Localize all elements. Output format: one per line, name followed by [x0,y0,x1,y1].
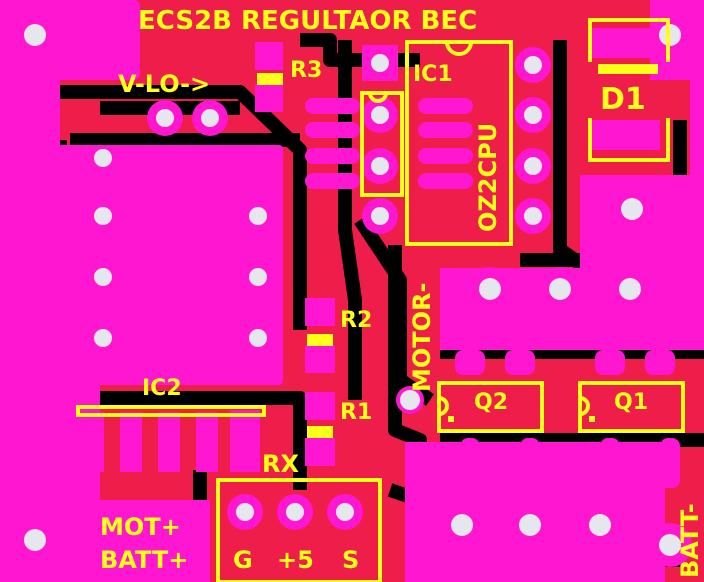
ic2-pads [82,410,260,472]
drill-holes [24,24,681,556]
silkscreen [76,18,685,582]
d1-label: D1 [600,82,646,117]
ic1-label: IC1 [413,62,453,87]
batt-minus-label: BATT- [676,503,704,578]
resistor-pads [255,42,335,466]
r3-label: R3 [290,58,323,83]
pin1-markers [448,416,595,422]
pin-g-label: G [233,546,253,574]
batt-plus-label: BATT+ [100,546,189,574]
ic1-outline [405,40,513,246]
board-title: ECS2B REGULTAOR BEC [138,6,478,36]
r2-label: R2 [340,308,373,333]
r1-label: R1 [340,400,373,425]
motor-minus-label: MOTOR- [408,282,436,393]
through-hole-pads [13,13,692,567]
ic1-smd-pads [305,98,473,189]
v-lo-label: V-LO-> [118,70,211,98]
ic1-part-label: OZ2CPU [474,122,502,232]
q1-label: Q1 [614,390,649,415]
q2-label: Q2 [474,390,509,415]
ic2-label: IC2 [142,376,182,401]
pin-s-label: S [342,546,360,574]
mot-plus-label: MOT+ [100,513,181,541]
pin-5v-label: +5 [277,546,314,574]
rx-label: RX [262,450,299,478]
